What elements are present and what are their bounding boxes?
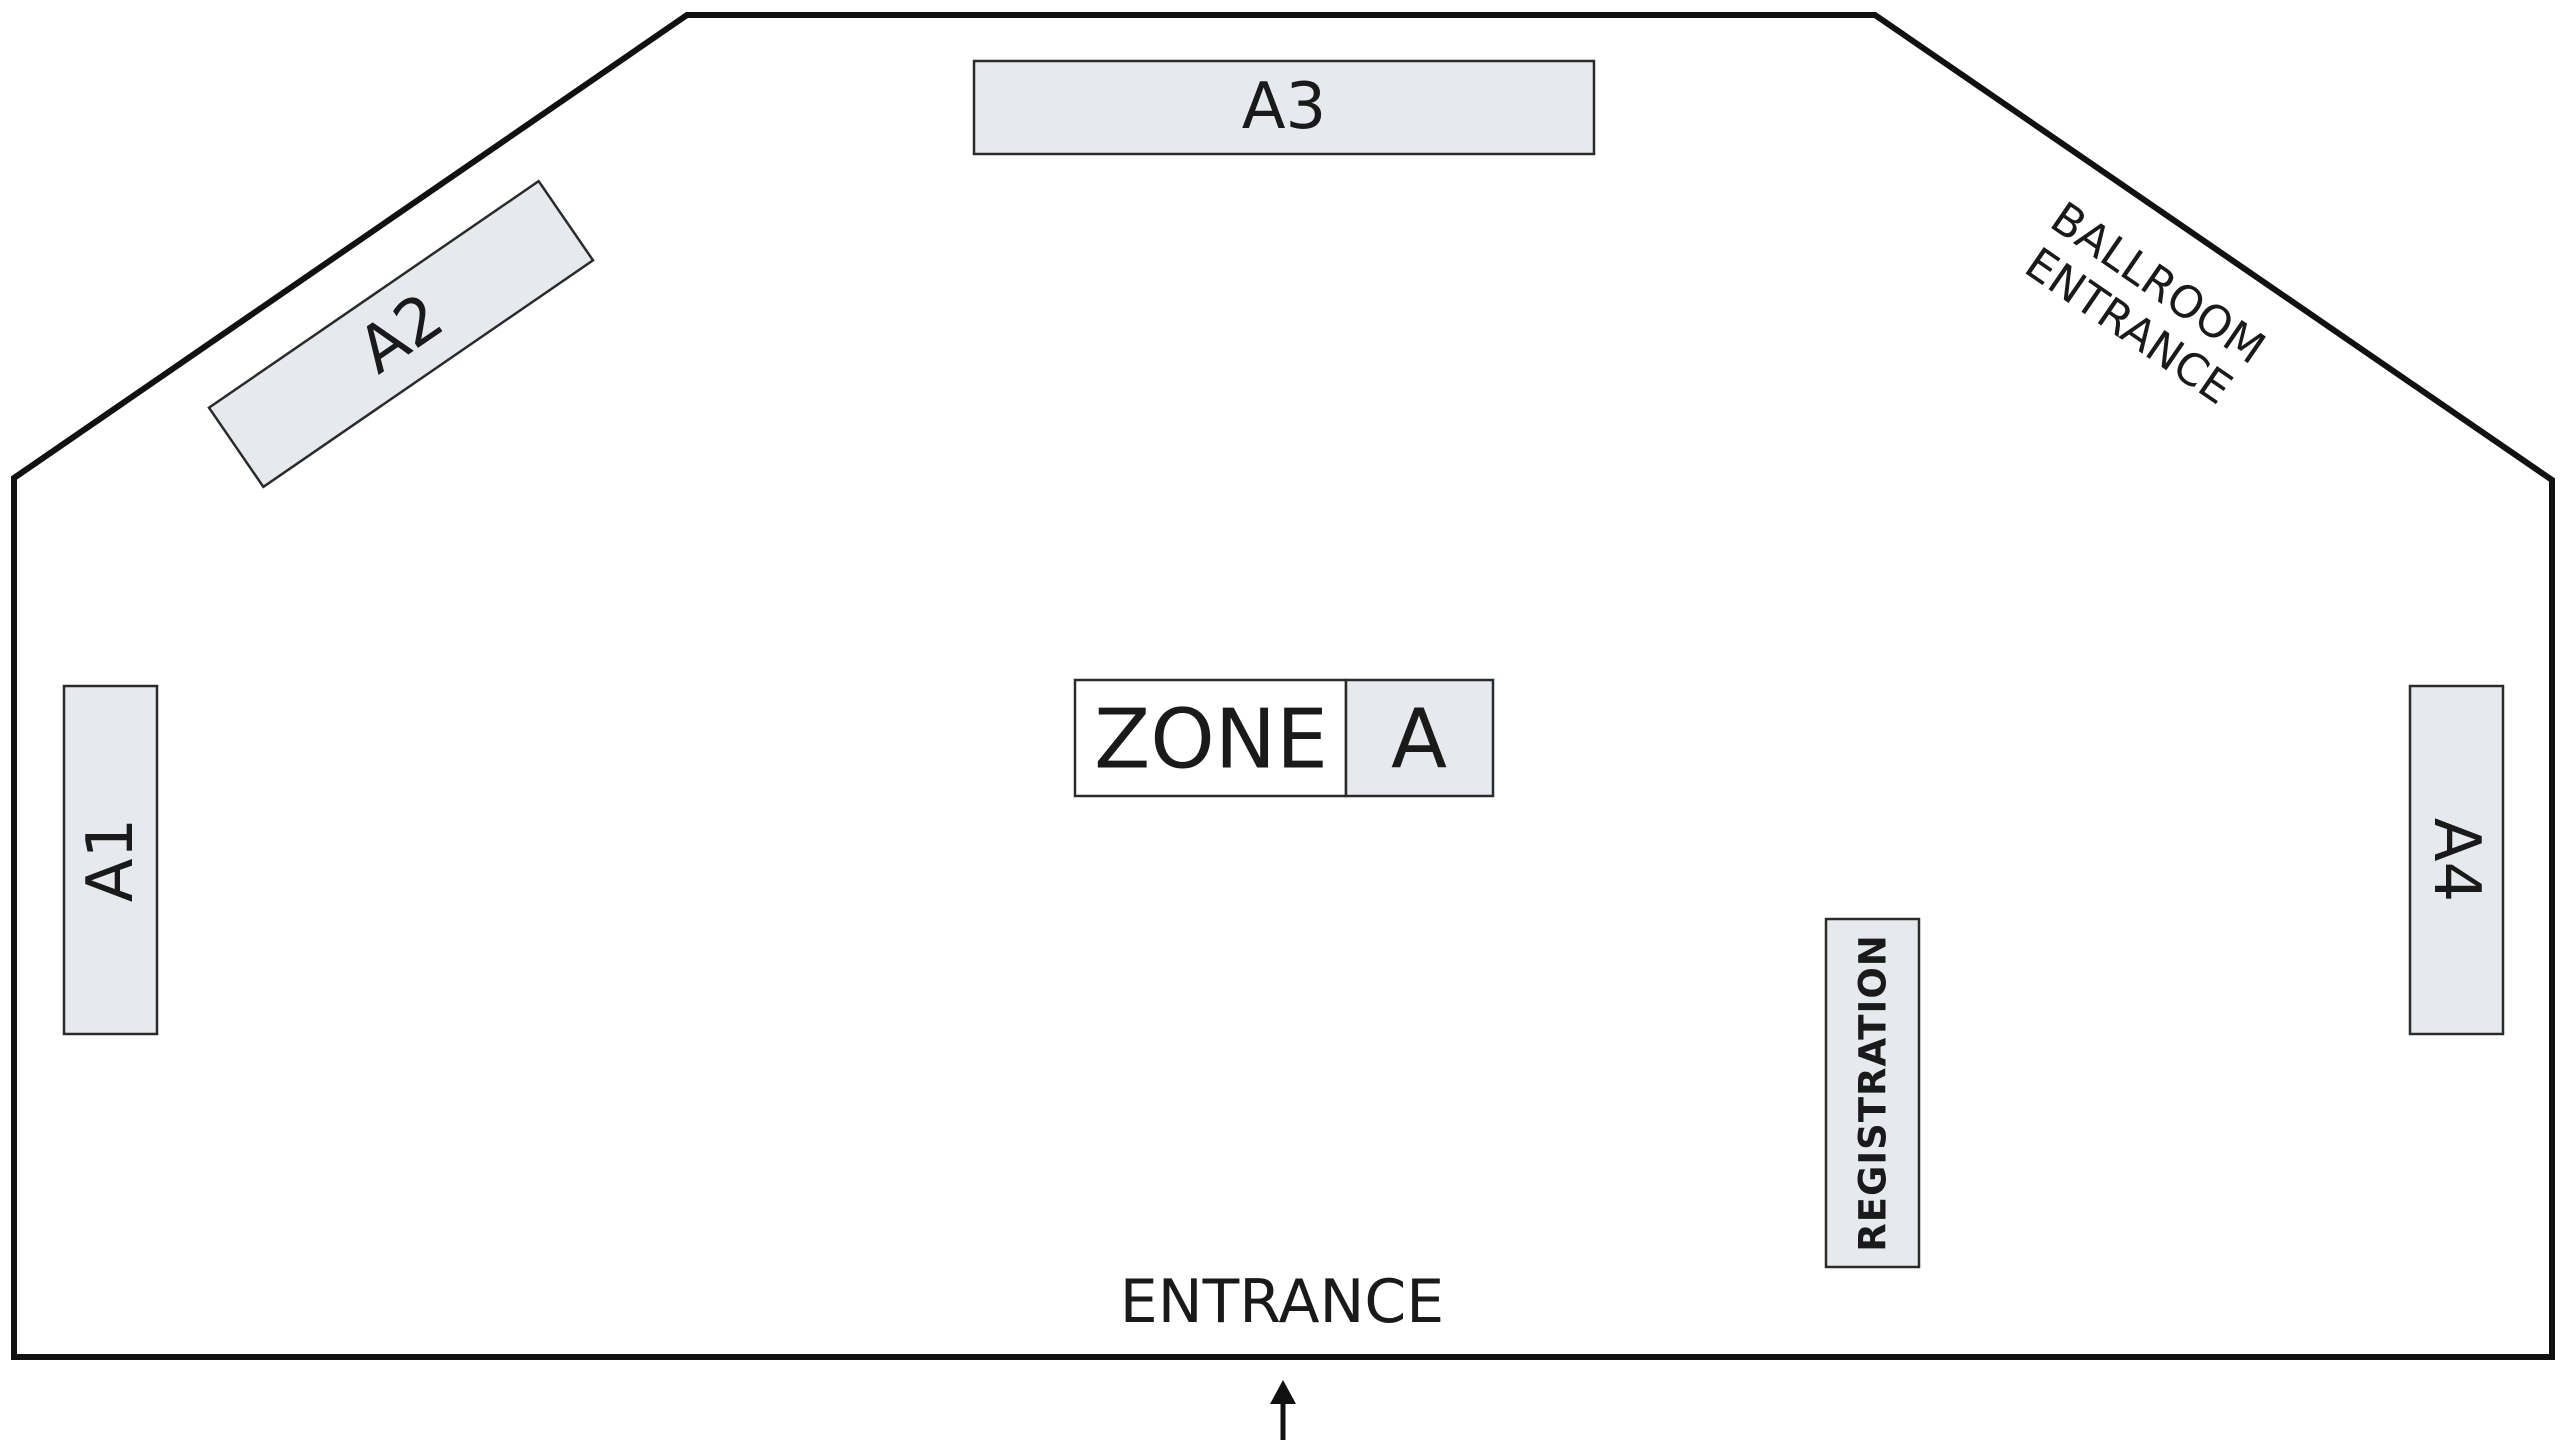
booth-a3[interactable]: A3 bbox=[972, 59, 1596, 156]
booth-a4-label: A4 bbox=[2419, 818, 2493, 903]
booth-a1-label: A1 bbox=[74, 818, 148, 903]
zone-letter: A bbox=[1391, 693, 1447, 788]
zone-word: ZONE bbox=[1094, 693, 1328, 788]
registration-label: REGISTRATION bbox=[1852, 934, 1895, 1251]
registration-desk[interactable]: REGISTRATION bbox=[1824, 917, 1921, 1269]
entrance-arrow-icon bbox=[1270, 1380, 1296, 1440]
zone-a-label: ZONE A bbox=[1073, 678, 1495, 798]
room-outline bbox=[11, 12, 2555, 1360]
booth-a2[interactable]: A2 bbox=[207, 179, 595, 489]
booth-a3-label: A3 bbox=[1242, 70, 1327, 144]
booth-a1[interactable]: A1 bbox=[62, 684, 159, 1036]
booth-a4[interactable]: A4 bbox=[2408, 684, 2505, 1036]
ballroom-entrance-label: BALLROOM ENTRANCE bbox=[2016, 193, 2274, 415]
entrance-label: ENTRANCE bbox=[1120, 1267, 1444, 1337]
